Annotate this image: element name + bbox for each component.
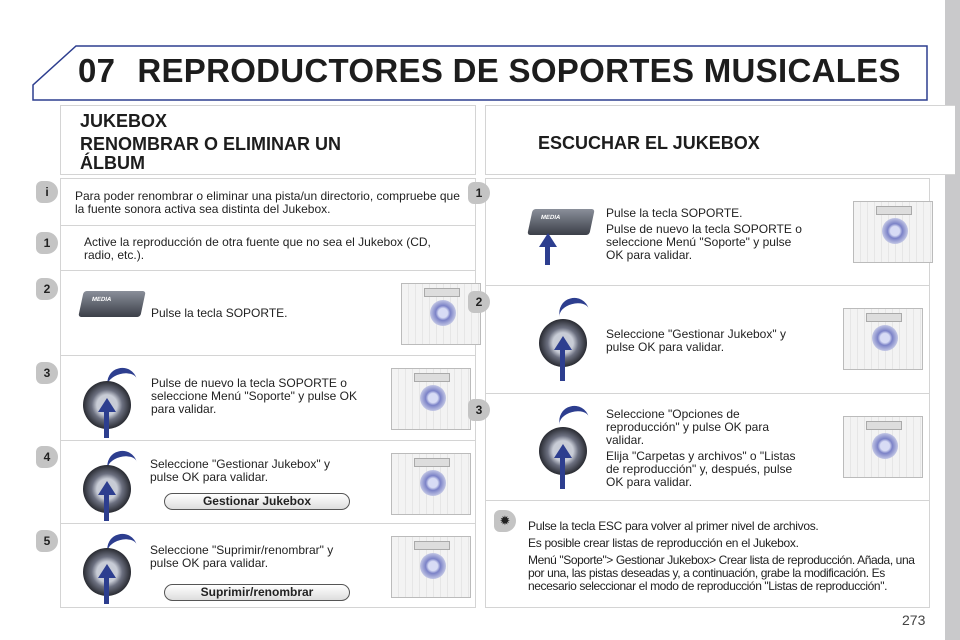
press-arrow-stem [104,408,109,438]
press-arrow-stem [104,491,109,521]
radio-unit-image [391,453,471,515]
media-button: MEDIA [527,209,595,235]
chapter-number: 07 [78,52,116,89]
tip-text: Menú "Soporte"> Gestionar Jukebox> Crear… [528,553,915,593]
step-badge: 1 [468,182,490,204]
step-badge: 3 [36,362,58,384]
press-arrow-icon [554,444,572,458]
step-row-3: Pulse de nuevo la tecla SOPORTE o selecc… [61,356,475,441]
step-row-2: MEDIA Pulse la tecla SOPORTE. [61,271,481,356]
radio-unit-image [853,201,933,263]
press-arrow-stem [104,574,109,604]
step-badge: 3 [468,399,490,421]
step-row-1: Active la reproducción de otra fuente qu… [61,226,475,271]
press-arrow-stem [560,346,565,381]
step-badge: 1 [36,232,58,254]
heading-jukebox: JUKEBOX [80,111,168,131]
info-badge-icon: i [36,181,58,203]
step-text: Seleccione "Gestionar Jukebox" y pulse O… [606,327,786,354]
step-badge: 2 [36,278,58,300]
page-title: 07 REPRODUCTORES DE SOPORTES MUSICALES [78,52,901,90]
title-frame [32,45,928,101]
step-text: Seleccione "Suprimir/renombrar" y pulse … [150,543,334,570]
step-row-2: Seleccione "Gestionar Jukebox" y pulse O… [486,286,929,394]
step-text: Seleccione "Opciones de reproducción" y … [606,407,770,447]
step-text: Seleccione "Gestionar Jukebox" y pulse O… [150,457,330,484]
page-number: 273 [902,612,926,628]
press-arrow-icon [98,564,116,578]
radio-unit-image [843,308,923,370]
radio-unit-image [391,536,471,598]
right-heading-box: ESCUCHAR EL JUKEBOX [485,105,955,175]
menu-label-gestionar: Gestionar Jukebox [164,493,350,510]
step-row-5: Seleccione "Suprimir/renombrar" y pulse … [61,524,475,608]
step-text: Elija "Carpetas y archivos" o "Listas de… [606,449,796,489]
info-row: Para poder renombrar o eliminar una pist… [61,179,475,226]
radio-unit-image [391,368,471,430]
heading-rename: RENOMBRAR O ELIMINAR UN [80,134,341,154]
step-row-4: Seleccione "Gestionar Jukebox" y pulse O… [61,441,475,524]
press-arrow-stem [545,243,550,265]
step-text: Pulse de nuevo la tecla SOPORTE o selecc… [151,376,357,416]
title-text: REPRODUCTORES DE SOPORTES MUSICALES [137,52,901,89]
rotate-arrow-icon [555,294,591,322]
step-text: Pulse la tecla SOPORTE. [151,306,288,320]
step-text: Pulse la tecla SOPORTE. [606,206,743,220]
left-heading-box: JUKEBOX RENOMBRAR O ELIMINAR UN ÁLBUM [60,105,476,175]
press-arrow-icon [98,481,116,495]
step-badge: 2 [468,291,490,313]
step-row-1: MEDIA Pulse la tecla SOPORTE. Pulse de n… [486,179,933,286]
press-arrow-icon [554,336,572,350]
radio-unit-image [843,416,923,478]
press-arrow-stem [560,454,565,489]
step-badge: 4 [36,446,58,468]
radio-unit-image [401,283,481,345]
tip-text: Pulse la tecla ESC para volver al primer… [528,519,819,533]
step-row-3: Seleccione "Opciones de reproducción" y … [486,394,929,501]
press-arrow-icon [98,398,116,412]
media-button: MEDIA [78,291,146,317]
tip-text: Es posible crear listas de reproducción … [528,536,799,550]
left-steps-panel: Para poder renombrar o eliminar una pist… [60,178,481,608]
press-arrow-icon [539,233,557,247]
step-text: Active la reproducción de otra fuente qu… [84,235,431,262]
menu-label-suprimir: Suprimir/renombrar [164,584,350,601]
heading-escuchar: ESCUCHAR EL JUKEBOX [538,133,760,153]
info-text: Para poder renombrar o eliminar una pist… [75,189,460,216]
rotate-arrow-icon [555,402,591,430]
tip-box: ✹ Pulse la tecla ESC para volver al prim… [486,501,929,608]
step-badge: 5 [36,530,58,552]
step-text: Pulse de nuevo la tecla SOPORTE o selecc… [606,222,802,262]
lightbulb-icon: ✹ [494,510,516,532]
right-steps-panel: MEDIA Pulse la tecla SOPORTE. Pulse de n… [485,178,933,608]
heading-album: ÁLBUM [80,153,145,173]
page-edge-strip [945,0,960,640]
